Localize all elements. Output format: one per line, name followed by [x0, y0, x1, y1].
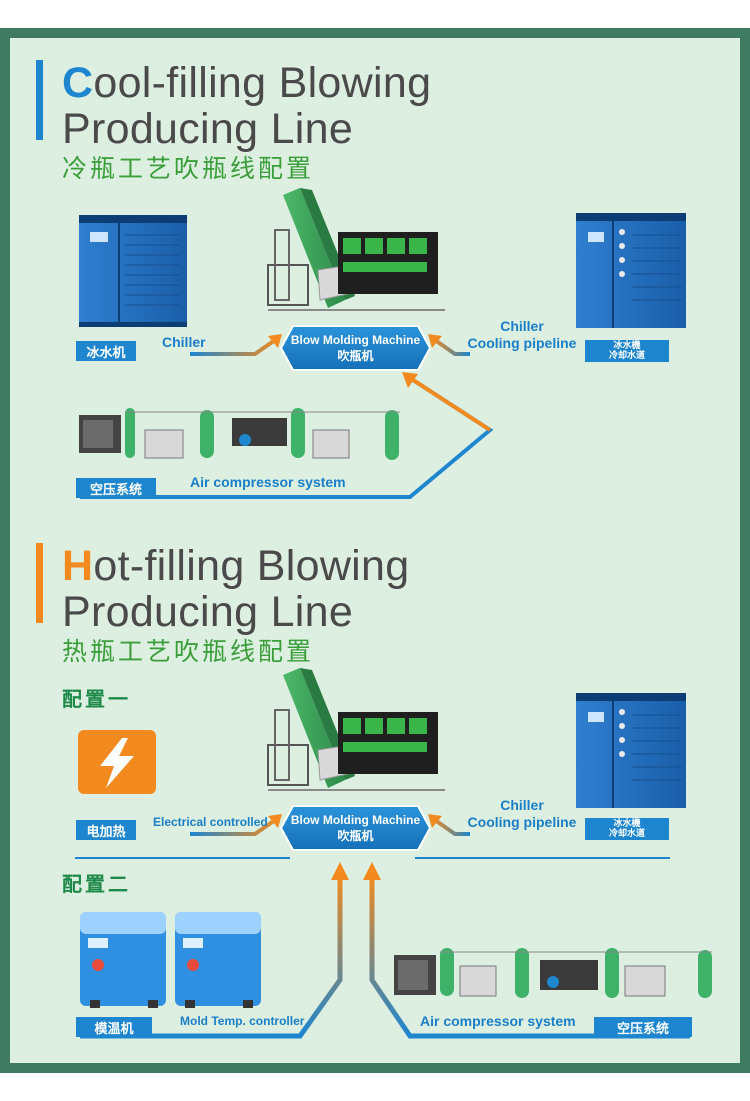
hot-pipeline-tag: 冰水機 冷却水道 [585, 818, 669, 840]
hot-pipeline-tag-1: 冰水機 [613, 819, 641, 829]
chiller-unit-icon [576, 693, 686, 808]
cool-title: Cool-filling Blowing Producing Line [62, 60, 431, 152]
hot-title-bar [36, 543, 43, 623]
electric-heating-tag: 电加热 [76, 820, 136, 840]
blow-molding-machine-hex [279, 325, 432, 371]
cool-pipeline-tag-1: 冰水機 [613, 341, 641, 351]
electrical-controlled-label: Electrical controlled [153, 815, 268, 829]
arrow-icon [369, 875, 690, 1039]
cool-machine-label: Blow Molding Machine 吹瓶机 [288, 330, 423, 366]
cool-pipeline-label-1: Chiller [500, 318, 544, 334]
mold-temp-controller-icon [80, 912, 166, 1008]
hot-pipeline-label-2: Cooling pipeline [467, 814, 577, 830]
air-compressor-tag: 空压系统 [76, 478, 156, 498]
blow-molding-machine-hex [279, 805, 432, 851]
hot-machine-en: Blow Molding Machine [290, 813, 421, 827]
cool-title-rest: ool-filling Blowing [93, 59, 432, 107]
content-panel [10, 38, 740, 1063]
cool-pipeline-tag: 冰水機 冷却水道 [585, 340, 669, 362]
blow-molding-machine-icon [267, 188, 445, 311]
config-two-label: 配置二 [62, 872, 131, 896]
cool-machine-en: Blow Molding Machine [290, 333, 421, 347]
hot-air-compressor-tag: 空压系统 [594, 1017, 692, 1037]
arrow-icon [80, 875, 343, 1039]
hot-title-rest: ot-filling Blowing [93, 542, 410, 590]
cool-pipeline-label-2: Cooling pipeline [467, 335, 577, 351]
cool-pipeline-label: Chiller Cooling pipeline [466, 318, 578, 352]
cool-subtitle: 冷瓶工艺吹瓶线配置 [62, 154, 315, 183]
hot-pipeline-label-1: Chiller [500, 797, 544, 813]
chiller-tag: 冰水机 [76, 341, 136, 361]
lightning-icon [78, 730, 156, 794]
chiller-unit-icon [79, 215, 187, 327]
cool-machine-cn: 吹瓶机 [337, 349, 374, 363]
cool-title-line2: Producing Line [62, 105, 354, 153]
cool-title-bar [36, 60, 43, 140]
hot-subtitle: 热瓶工艺吹瓶线配置 [62, 637, 315, 666]
chiller-label: Chiller [162, 334, 206, 350]
arrow-icon [430, 336, 470, 356]
hot-title-accent: H [62, 542, 94, 590]
hot-title: Hot-filling Blowing Producing Line [62, 543, 409, 635]
hot-air-compressor-label: Air compressor system [420, 1013, 576, 1029]
arrow-icon [430, 816, 470, 836]
arrow-icon [190, 336, 280, 356]
config-one-label: 配置一 [62, 687, 131, 711]
chiller-unit-icon [576, 213, 686, 328]
mold-temp-tag: 模温机 [76, 1017, 152, 1037]
mold-temp-controller-icon [175, 912, 261, 1008]
cool-title-accent: C [62, 59, 94, 107]
cool-pipeline-tag-2: 冷却水道 [608, 351, 645, 361]
hot-title-line2: Producing Line [62, 588, 354, 636]
air-compressor-icon [394, 948, 712, 998]
hot-pipeline-tag-2: 冷却水道 [608, 829, 645, 839]
hot-pipeline-label: Chiller Cooling pipeline [466, 797, 578, 831]
air-compressor-label: Air compressor system [190, 474, 346, 490]
mold-temp-label: Mold Temp. controller [180, 1014, 305, 1028]
air-compressor-icon [79, 408, 400, 460]
hot-machine-cn: 吹瓶机 [337, 829, 374, 843]
arrow-icon [190, 816, 280, 836]
blow-molding-machine-icon [267, 668, 445, 791]
hot-machine-label: Blow Molding Machine 吹瓶机 [288, 810, 423, 846]
